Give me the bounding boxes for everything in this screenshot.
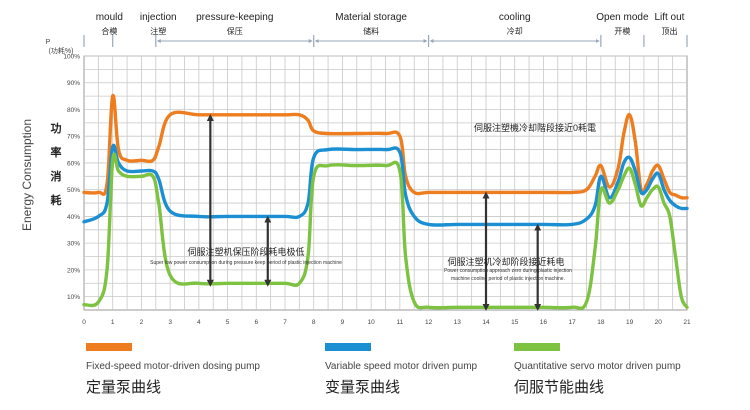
y-tick-label: 50% [67, 187, 80, 194]
annotation-hold-cn: 伺服注塑机保压阶段耗电极低 [187, 246, 304, 257]
phase-label-en: Lift out [654, 12, 684, 23]
y-tick-label: 10% [67, 294, 80, 301]
phase-label-cn: 冷却 [507, 26, 523, 36]
series-lines [82, 94, 689, 310]
x-tick-label: 2 [140, 319, 144, 326]
series-line-3 [82, 152, 689, 310]
x-tick-label: 12 [425, 319, 433, 326]
phase-label-cn: 注塑 [150, 26, 166, 36]
phase-label-cn: 合模 [101, 26, 117, 36]
x-tick-label: 0 [82, 319, 86, 326]
phase-label-en: Material storage [335, 12, 407, 23]
x-tick-label: 16 [540, 319, 548, 326]
annotation-arrows [206, 113, 542, 311]
x-tick-label: 19 [626, 319, 634, 326]
legend-swatch-2 [325, 343, 371, 351]
x-tick-label: 7 [283, 319, 287, 326]
phase-label-en: pressure-keeping [196, 12, 273, 23]
legend-swatch-1 [86, 343, 132, 351]
phase-label-cn: 顶出 [661, 26, 677, 36]
phase-label-cn: 储料 [363, 26, 379, 36]
y-tick-label: 60% [67, 160, 80, 167]
legend-label-cn: 伺服节能曲线 [514, 379, 604, 396]
y-axis-label-cn-char: 消 [51, 169, 62, 183]
x-tick-label: 10 [368, 319, 376, 326]
y-axis-label-cn-char: 功 [51, 121, 62, 135]
y-axis-label-en: Energy Consumption [20, 119, 34, 231]
y-tick-label: 70% [67, 134, 80, 141]
legend-swatch-3 [514, 343, 560, 351]
annotation-cool-cn: 伺服注塑机冷却阶段接近耗电 [447, 256, 564, 267]
phase-band: mould 合模 injection 注塑 pressure-keeping 保压 Mate… [83, 12, 688, 47]
legend: Fixed-speed motor-driven dosing pump 定量泵曲… [86, 343, 681, 396]
phase-label-en: injection [140, 12, 177, 23]
annotation-cool-en-2: machine cooling period of plastic inject… [451, 276, 565, 282]
x-tick-label: 15 [511, 319, 519, 326]
legend-label-en: Variable speed motor driven pump [325, 361, 478, 372]
x-tick-label: 17 [569, 319, 577, 326]
legend-label-cn: 定量泵曲线 [86, 379, 161, 396]
legend-label-cn: 变量泵曲线 [325, 379, 400, 396]
legend-label-en: Fixed-speed motor-driven dosing pump [86, 361, 260, 372]
annotations: 伺服注塑機冷却階段接近0耗電 伺服注塑机保压阶段耗电极低 Super low p… [150, 122, 596, 282]
y-unit-p: P [46, 39, 51, 46]
grid [83, 55, 688, 311]
legend-label-en: Quantitative servo motor driven pump [514, 361, 681, 372]
y-tick-label: 80% [67, 107, 80, 114]
x-tick-label: 3 [168, 319, 172, 326]
phase-label-en: Open mode [596, 12, 649, 23]
x-tick-label: 8 [312, 319, 316, 326]
y-tick-label: 20% [67, 267, 80, 274]
x-tick-label: 14 [482, 319, 490, 326]
annotation-top-right: 伺服注塑機冷却階段接近0耗電 [474, 122, 596, 133]
x-tick-label: 21 [683, 319, 691, 326]
y-tick-label: 30% [67, 241, 80, 248]
y-axis-label-cn-char: 耗 [51, 193, 62, 207]
y-tick-label: 40% [67, 214, 80, 221]
y-tick-label: 100% [63, 54, 80, 61]
x-tick-label: 18 [597, 319, 605, 326]
x-tick-label: 6 [254, 319, 258, 326]
series-line-2 [82, 143, 689, 227]
phase-label-cn: 保压 [227, 26, 243, 36]
x-tick-label: 9 [341, 319, 345, 326]
phase-label-en: mould [96, 12, 123, 23]
x-tick-label: 13 [454, 319, 462, 326]
x-tick-label: 1 [111, 319, 115, 326]
x-tick-label: 11 [396, 319, 403, 326]
annotation-cool-en-1: Power consumption approach zero during p… [444, 268, 572, 274]
annotation-hold-en: Super low power consumption during press… [150, 260, 342, 266]
x-tick-label: 5 [226, 319, 230, 326]
y-axis-label-cn-char: 率 [51, 145, 62, 159]
phase-label-cn: 开模 [614, 26, 630, 36]
x-tick-label: 4 [197, 319, 201, 326]
phase-label-en: cooling [499, 12, 531, 23]
y-unit-cn: (功耗%) [49, 46, 74, 55]
y-tick-label: 90% [67, 80, 80, 87]
x-tick-label: 20 [655, 319, 663, 326]
